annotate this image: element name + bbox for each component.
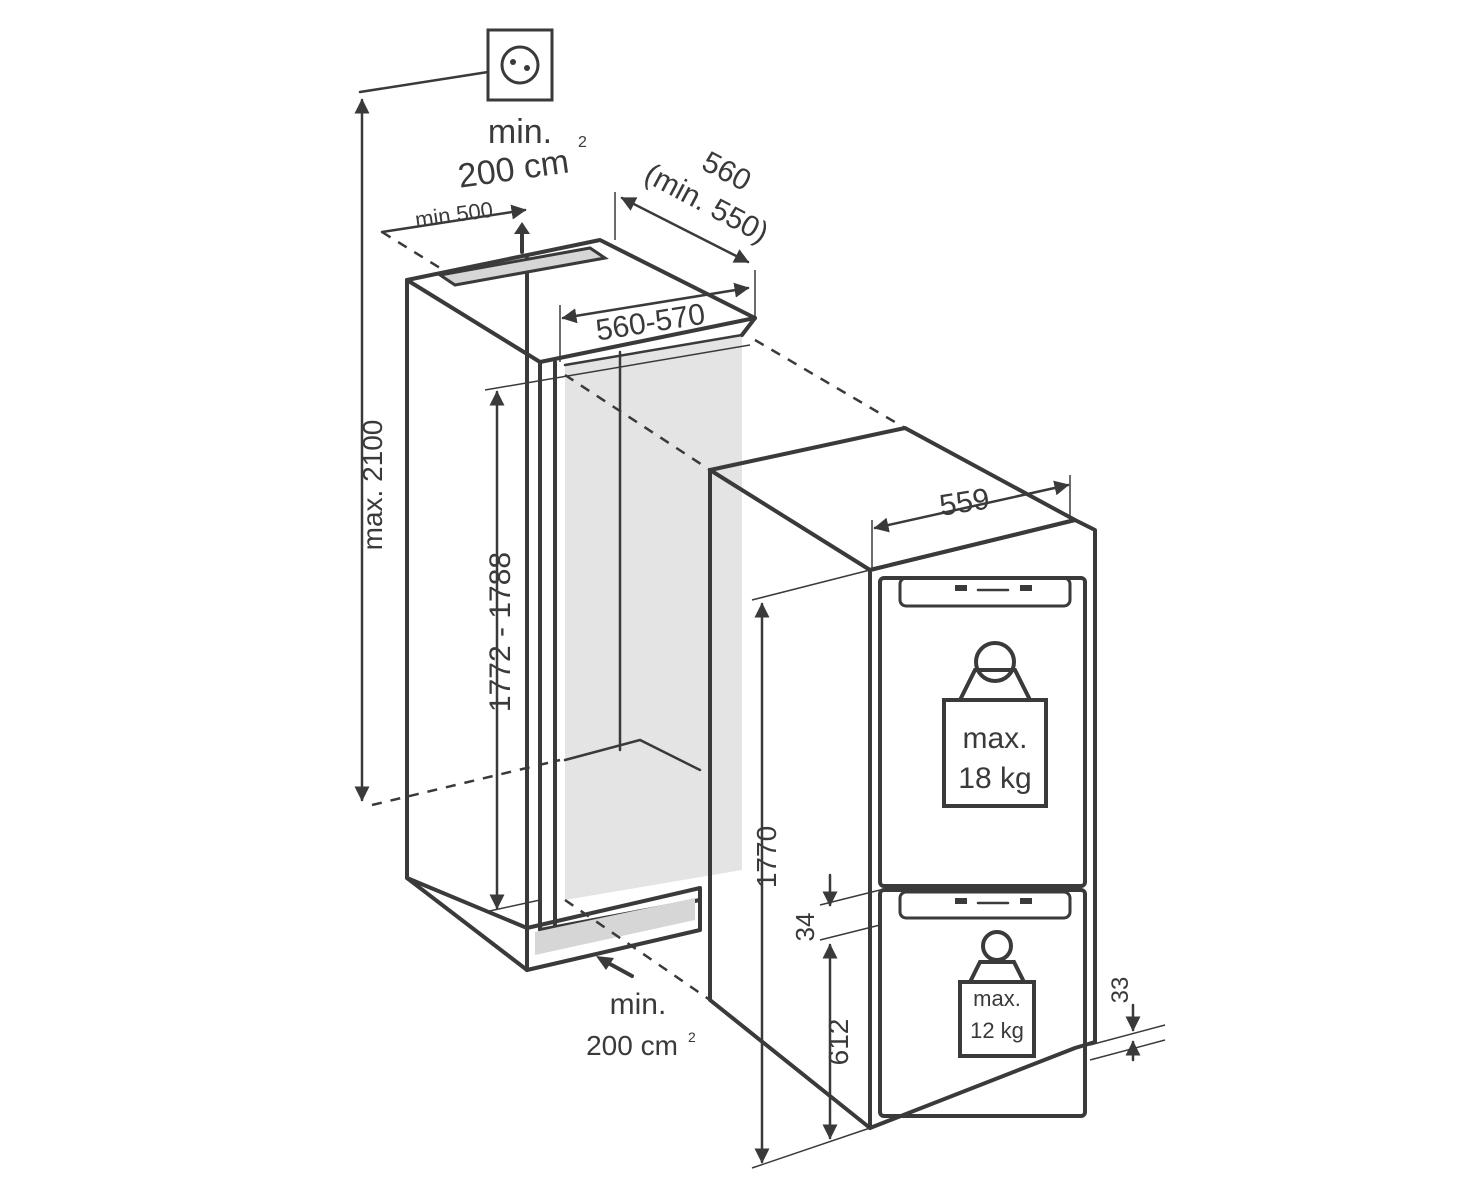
top-vent-label-line2: 200 cm: [456, 143, 572, 196]
airflow-arrows: [514, 222, 634, 978]
top-airflow-arrow: [514, 222, 530, 254]
appliance-height-label: 1770: [751, 826, 782, 888]
door-gap-label: 34: [790, 913, 820, 942]
top-vent-label-line1: min.: [488, 113, 552, 151]
bottom-airflow-arrow: [596, 956, 634, 978]
bottom-offset-label: 33: [1107, 977, 1134, 1004]
top-vent-label-sup: 2: [578, 134, 587, 151]
power-socket-icon: [358, 28, 554, 102]
upper-door-load-line2: 18 kg: [958, 762, 1031, 795]
dimension-lines: [354, 98, 1166, 1169]
bottom-vent-opening: [535, 898, 695, 955]
upper-door-load-line1: max.: [962, 722, 1027, 755]
top-vent-opening: [436, 246, 609, 287]
lower-door-load-line1: max.: [973, 986, 1021, 1011]
lower-door-load-line2: 12 kg: [970, 1018, 1024, 1043]
bottom-vent-label-sup: 2: [688, 1029, 696, 1045]
appliance: [708, 426, 1097, 1130]
lower-door-height-label: 612: [823, 1019, 854, 1066]
weight-icon: [942, 641, 1048, 808]
bottom-vent-label-line1: min.: [610, 988, 667, 1021]
niche-cabinet: [405, 238, 757, 972]
niche-height-label: 1772 - 1788: [484, 552, 517, 712]
labels: min. 200 cm 2 min.500 min. 200 cm 2 max.…: [357, 113, 1134, 1065]
niche-interior: [565, 335, 742, 900]
bottom-vent-label-line2: 200 cm: [586, 1030, 678, 1061]
lower-door-handle: [898, 890, 1072, 920]
upper-door-handle: [898, 576, 1072, 608]
weight-icon: [958, 930, 1036, 1058]
alignment-lines: [371, 230, 906, 1002]
appliance-width-label: 559: [937, 482, 992, 522]
niche-interior-floor: [565, 740, 742, 820]
niche-max-height-label: max. 2100: [357, 420, 388, 551]
vent-depth-label: min.500: [413, 197, 494, 233]
lower-door: [878, 888, 1087, 1118]
